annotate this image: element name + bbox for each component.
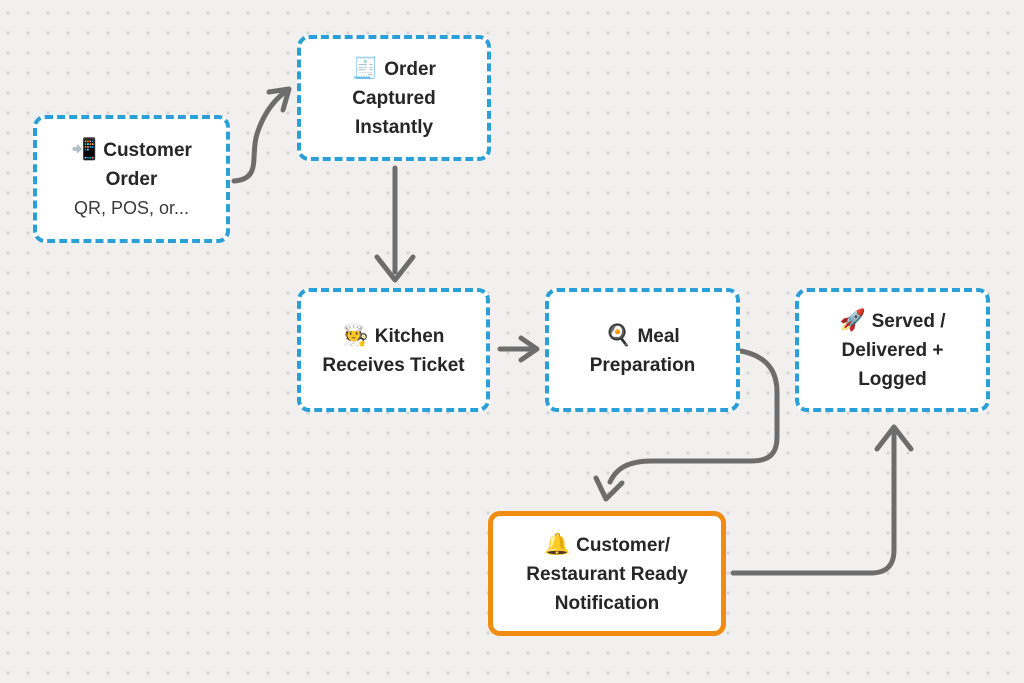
bell-icon: 🔔: [543, 532, 571, 556]
node-title-line: Instantly: [354, 117, 434, 138]
node-title-line: Preparation: [589, 354, 696, 376]
node-title-line: Captured: [352, 88, 436, 109]
node-title-line: Logged: [858, 369, 927, 390]
node-title-line: 🚀Served /: [839, 309, 946, 332]
cook-icon: 🧑‍🍳: [342, 323, 369, 347]
node-title-line: Notification: [554, 592, 660, 614]
node-served-logged[interactable]: 🚀Served / Delivered + Logged: [795, 288, 990, 412]
node-title-line: 🔔Customer/: [543, 532, 671, 556]
node-title-line: Delivered +: [841, 340, 944, 361]
node-title-line: 📲Customer: [71, 138, 192, 161]
node-title-line: 🧑‍🍳Kitchen: [342, 323, 445, 347]
edge-ready-notification-to-served-logged[interactable]: [730, 424, 914, 576]
node-title-line: 🧾Order: [352, 57, 436, 80]
node-order-captured[interactable]: 🧾Order Captured Instantly: [297, 35, 491, 161]
edge-order-captured-to-kitchen-ticket[interactable]: [374, 165, 416, 283]
node-title-line: Receives Ticket: [322, 354, 465, 376]
node-kitchen-ticket[interactable]: 🧑‍🍳Kitchen Receives Ticket: [297, 288, 490, 412]
node-ready-notification[interactable]: 🔔Customer/ Restaurant Ready Notification: [488, 511, 726, 636]
cooking-icon: 🍳: [605, 323, 632, 347]
node-customer-order[interactable]: 📲Customer Order QR, POS, or...: [33, 115, 230, 243]
mobile-phone-arrow-icon: 📲: [71, 138, 98, 161]
rocket-icon: 🚀: [839, 309, 866, 332]
edge-customer-order-to-order-captured[interactable]: [231, 86, 292, 184]
node-title-line: 🍳Meal: [605, 323, 680, 347]
node-title-line: Order: [105, 169, 158, 190]
node-subtitle: QR, POS, or...: [73, 198, 190, 218]
node-meal-preparation[interactable]: 🍳Meal Preparation: [545, 288, 740, 412]
receipt-icon: 🧾: [352, 57, 379, 80]
edge-kitchen-ticket-to-meal-preparation[interactable]: [497, 335, 540, 363]
node-title-line: Restaurant Ready: [526, 563, 688, 585]
